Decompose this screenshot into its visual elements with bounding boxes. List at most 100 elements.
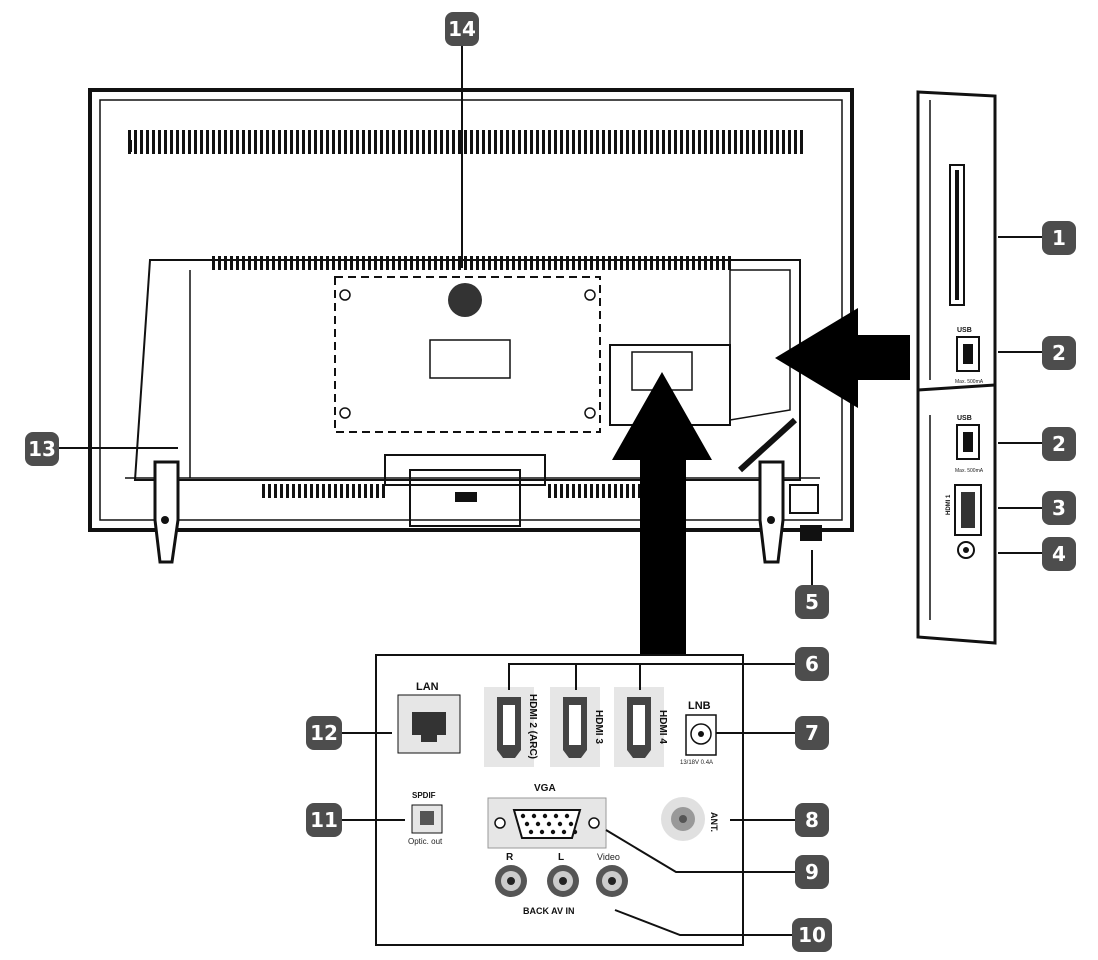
wall-mount-area: [334, 276, 601, 433]
vent-slot: [464, 130, 467, 154]
vent-slot: [698, 130, 701, 154]
svg-text:9: 9: [805, 860, 819, 884]
vent-slot: [614, 256, 617, 270]
vent-slot: [368, 130, 371, 154]
callout-5: 5: [795, 585, 829, 619]
vent-slot: [548, 484, 551, 498]
vent-slot: [266, 130, 269, 154]
vent-slot: [614, 130, 617, 154]
vent-slot: [194, 130, 197, 154]
vent-slot: [602, 484, 605, 498]
vent-slot: [392, 130, 395, 154]
vent-slot: [332, 130, 335, 154]
side-usb-bottom-label: USB: [957, 415, 972, 422]
vent-slot: [680, 256, 683, 270]
vent-slot: [548, 130, 551, 154]
svg-text:2: 2: [1052, 432, 1066, 456]
hdmi3-label: HDMI 3: [593, 710, 604, 744]
vent-slot: [752, 130, 755, 154]
vent-slot: [320, 130, 323, 154]
vga-pin: [553, 813, 559, 819]
vent-slot: [548, 256, 551, 270]
vent-slot: [566, 484, 569, 498]
vent-slot: [212, 256, 215, 270]
vent-slot: [698, 256, 701, 270]
vent-slot: [554, 256, 557, 270]
vent-slot: [422, 256, 425, 270]
vent-slot: [158, 130, 161, 154]
vent-slot: [524, 256, 527, 270]
svg-text:8: 8: [805, 808, 819, 832]
callout-11: 11: [306, 803, 342, 837]
vga-pin: [557, 821, 563, 827]
vent-slot: [326, 130, 329, 154]
vent-slot: [608, 130, 611, 154]
vent-slot: [334, 484, 337, 498]
vent-slot: [352, 484, 355, 498]
vent-slot: [358, 484, 361, 498]
vent-slot: [710, 256, 713, 270]
lan-label: LAN: [416, 681, 439, 693]
vent-slot: [302, 130, 305, 154]
vent-slot: [578, 484, 581, 498]
vent-slot: [296, 130, 299, 154]
vent-slot: [248, 130, 251, 154]
vent-slot: [206, 130, 209, 154]
vent-slot: [404, 256, 407, 270]
vent-slot: [338, 130, 341, 154]
callout-12: 12: [306, 716, 342, 750]
vent-slot: [254, 130, 257, 154]
vga-pin: [564, 813, 570, 819]
vent-slot: [638, 130, 641, 154]
vent-slot: [422, 130, 425, 154]
vent-slot: [200, 130, 203, 154]
vent-slot: [476, 130, 479, 154]
vent-slot: [274, 484, 277, 498]
vent-slot: [692, 256, 695, 270]
vent-slot: [596, 256, 599, 270]
vent-slot: [326, 256, 329, 270]
vga-pin: [568, 821, 574, 827]
spdif-note: Optic. out: [408, 837, 443, 846]
vent-slot: [242, 256, 245, 270]
vent-slot: [482, 256, 485, 270]
speaker-grille-icon: [448, 283, 482, 317]
vent-slot: [128, 130, 131, 154]
vent-slot: [446, 256, 449, 270]
lan-port: [397, 694, 461, 754]
vent-slot: [364, 484, 367, 498]
vent-slot: [236, 256, 239, 270]
svg-text:4: 4: [1052, 542, 1066, 566]
vent-slot: [416, 130, 419, 154]
vent-slot: [500, 130, 503, 154]
vent-slot: [494, 130, 497, 154]
card-slot: [949, 164, 965, 306]
vent-slot: [608, 256, 611, 270]
vent-slot: [704, 256, 707, 270]
vent-slot: [770, 130, 773, 154]
vent-slot: [260, 130, 263, 154]
vent-slot: [518, 130, 521, 154]
vga-pin: [539, 829, 545, 835]
vent-slot: [632, 256, 635, 270]
leader-lines: [55, 44, 1042, 936]
rca-video-label: Video: [597, 852, 620, 862]
vga-pin: [550, 829, 556, 835]
hdmi2-label: HDMI 2 (ARC): [527, 694, 538, 759]
vent-slot: [536, 256, 539, 270]
svg-text:13: 13: [28, 437, 56, 461]
vent-slot: [374, 256, 377, 270]
vent-slot: [596, 130, 599, 154]
vent-slot: [272, 256, 275, 270]
vent-slot: [650, 256, 653, 270]
vent-slot: [362, 256, 365, 270]
vent-slot: [146, 130, 149, 154]
vent-slot: [344, 256, 347, 270]
svg-text:10: 10: [798, 923, 826, 947]
vent-slot: [662, 130, 665, 154]
vent-slot: [482, 130, 485, 154]
vent-slot: [458, 256, 461, 270]
vent-slot: [638, 484, 641, 498]
vent-slot: [722, 130, 725, 154]
